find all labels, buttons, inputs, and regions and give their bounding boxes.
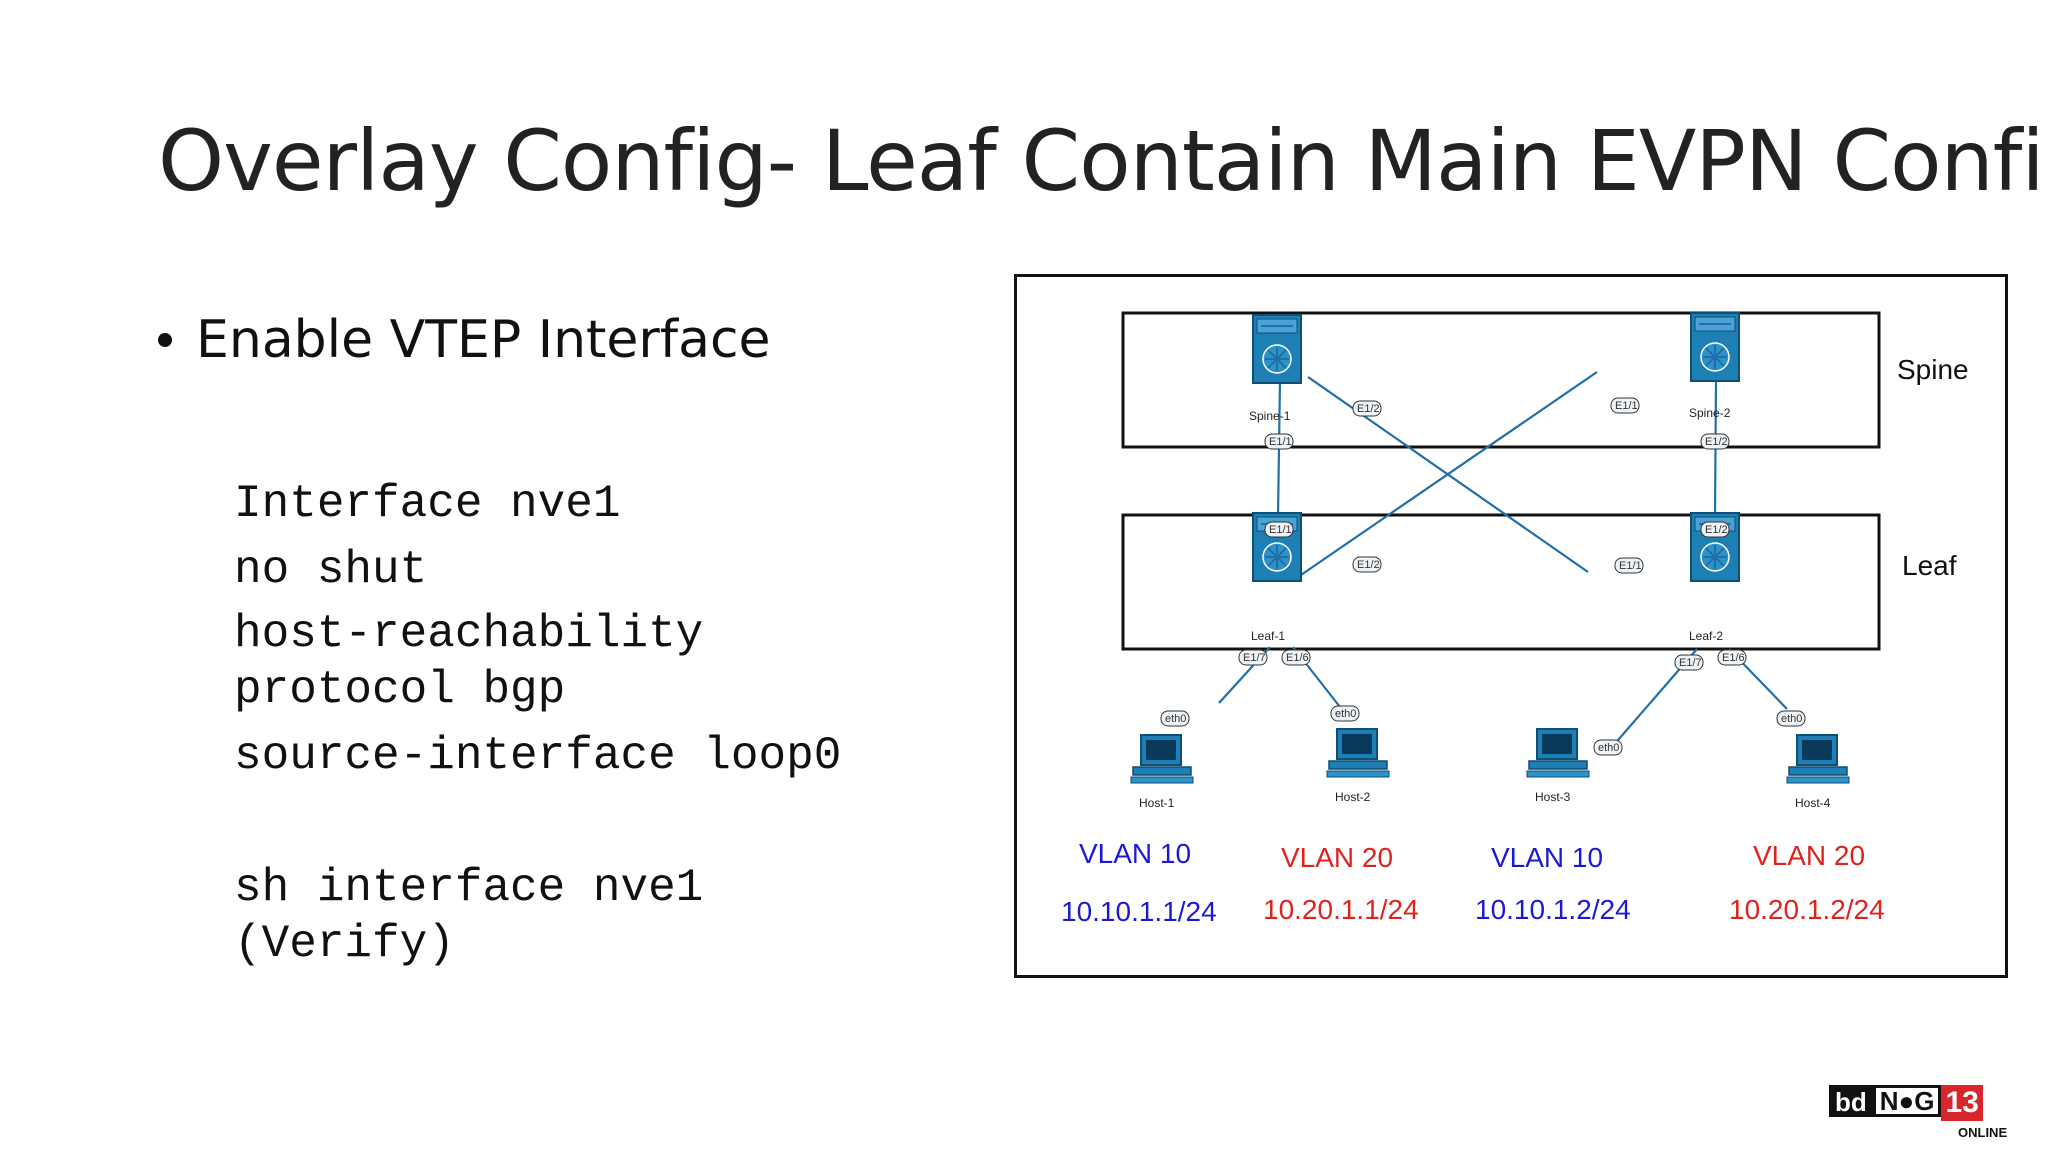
host1-vlan: VLAN 10 — [1079, 838, 1191, 869]
leaf2-label: Leaf-2 — [1689, 629, 1723, 643]
spine1-label: Spine-1 — [1249, 409, 1291, 423]
spine2-label: Spine-2 — [1689, 406, 1731, 420]
port-host2-eth0: eth0 — [1335, 708, 1356, 720]
host1-label: Host-1 — [1139, 796, 1175, 810]
host4-ip: 10.20.1.2/24 — [1729, 894, 1885, 925]
host2-label: Host-2 — [1335, 790, 1371, 804]
logo-nog: N●G — [1872, 1085, 1942, 1117]
host3-ip: 10.10.1.2/24 — [1475, 894, 1631, 925]
code-line-source-interface: source-interface loop0 — [234, 730, 842, 782]
spine-layer-box — [1121, 311, 1881, 449]
host1-computer-icon — [1130, 734, 1194, 784]
bdnog-logo: bd N●G 13 — [1829, 1085, 1983, 1125]
host3-computer-icon — [1526, 728, 1590, 778]
port-host1-eth0: eth0 — [1165, 713, 1186, 725]
leaf-layer-label: Leaf — [1902, 550, 1957, 581]
bullet-dot-icon — [158, 333, 172, 347]
port-leaf2-e17: E1/7 — [1679, 657, 1702, 669]
host3-vlan: VLAN 10 — [1491, 842, 1603, 873]
link-spine2-leaf1 — [1297, 371, 1598, 578]
topology-diagram: Spine Leaf Spine-1 Spine-2 Leaf-1 Leaf-2 — [1014, 274, 2008, 978]
host4-label: Host-4 — [1795, 796, 1831, 810]
spine-layer-label: Spine — [1897, 354, 1969, 385]
port-leaf1-e11: E1/1 — [1269, 524, 1292, 536]
topology-svg: Spine Leaf Spine-1 Spine-2 Leaf-1 Leaf-2 — [1061, 311, 1969, 927]
port-spine2-e11: E1/1 — [1615, 400, 1638, 412]
spine1-switch-icon — [1252, 314, 1302, 384]
port-leaf2-e11: E1/1 — [1619, 560, 1642, 572]
host3-label: Host-3 — [1535, 790, 1571, 804]
port-host4-eth0: eth0 — [1781, 713, 1802, 725]
port-spine1-e12: E1/2 — [1357, 403, 1380, 415]
code-line-host-reachability: host-reachability protocol bgp — [234, 608, 704, 716]
port-host3-eth0: eth0 — [1598, 742, 1619, 754]
port-leaf2-e12: E1/2 — [1705, 524, 1728, 536]
logo-number: 13 — [1941, 1085, 1983, 1121]
port-leaf1-e17: E1/7 — [1243, 652, 1266, 664]
logo-bd: bd — [1829, 1085, 1873, 1117]
code-line-interface: Interface nve1 — [234, 478, 621, 530]
host2-vlan: VLAN 20 — [1281, 842, 1393, 873]
host2-computer-icon — [1326, 728, 1390, 778]
leaf1-label: Leaf-1 — [1251, 629, 1285, 643]
port-leaf1-e12: E1/2 — [1357, 559, 1380, 571]
slide-title: Overlay Config- Leaf Contain Main EVPN C… — [158, 112, 2048, 210]
host4-computer-icon — [1786, 734, 1850, 784]
host1-ip: 10.10.1.1/24 — [1061, 896, 1217, 927]
host4-vlan: VLAN 20 — [1753, 840, 1865, 871]
spine2-switch-icon — [1690, 312, 1740, 382]
host2-ip: 10.20.1.1/24 — [1263, 894, 1419, 925]
code-line-show-interface: sh interface nve1 (Verify) — [234, 862, 704, 970]
port-spine1-e11: E1/1 — [1269, 436, 1292, 448]
port-leaf2-e16: E1/6 — [1722, 652, 1745, 664]
bullet-item: Enable VTEP Interface — [158, 310, 771, 370]
port-spine2-e12: E1/2 — [1705, 436, 1728, 448]
code-line-no-shut: no shut — [234, 544, 428, 596]
port-leaf1-e16: E1/6 — [1286, 652, 1309, 664]
logo-online: ONLINE — [1958, 1125, 2008, 1140]
leaf-layer-box — [1121, 513, 1881, 651]
bullet-text: Enable VTEP Interface — [196, 310, 771, 370]
